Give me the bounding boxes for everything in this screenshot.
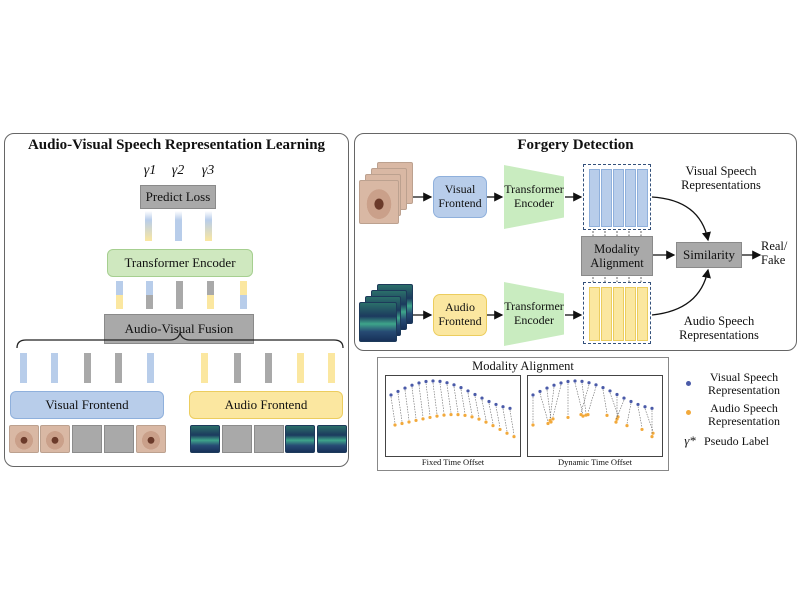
audio-representation-group xyxy=(583,282,651,344)
audio-rep-bar xyxy=(613,287,624,341)
token-bar xyxy=(176,281,183,309)
visual-token xyxy=(20,353,27,383)
token-bar xyxy=(146,281,153,309)
visual-rep-bar xyxy=(613,169,624,227)
visual-representation-group xyxy=(583,164,651,230)
arrow xyxy=(651,268,711,316)
audio-token xyxy=(201,353,208,383)
audio-rep-bar xyxy=(589,287,600,341)
alignment-panel xyxy=(377,357,669,471)
visual-token xyxy=(84,353,91,383)
fixed-offset-caption: Fixed Time Offset xyxy=(421,457,485,467)
transformer-encoder-bottom: Transformer Encoder xyxy=(504,282,564,346)
legend-audio-label: Audio Speech Representation xyxy=(708,401,780,428)
transformer-encoder-box: Transformer Encoder xyxy=(107,249,253,277)
audio-token xyxy=(234,353,241,383)
legend-audio-dot xyxy=(686,410,691,415)
dynamic-offset-caption: Dynamic Time Offset xyxy=(558,457,632,467)
gamma-label-3: γ3 xyxy=(201,163,215,178)
audio-rep-bar xyxy=(601,287,612,341)
fixed-offset-plot xyxy=(385,375,521,457)
masked-frame xyxy=(72,425,102,453)
legend-pseudo-label: Pseudo Label xyxy=(704,434,769,448)
dynamic-offset-plot xyxy=(527,375,663,457)
audio-rep-bar xyxy=(625,287,636,341)
token-bar xyxy=(175,211,182,241)
masked-spectrogram xyxy=(222,425,252,453)
legend-pseudo-symbol: γ* xyxy=(684,433,696,448)
visual-rep-bar xyxy=(637,169,648,227)
visual-token xyxy=(147,353,154,383)
masked-spectrogram xyxy=(254,425,284,453)
alignment-panel-title: Modality Alignment xyxy=(472,359,574,373)
video-frame-stack xyxy=(359,180,399,224)
audio-frontend-box: Audio Frontend xyxy=(189,391,343,419)
spectrogram-stack xyxy=(359,302,397,342)
audio-speech-representations-label: Audio Speech Representations xyxy=(679,314,759,343)
gamma-label-1: γ1 xyxy=(143,163,157,178)
token-bar xyxy=(205,211,212,241)
right-panel-title: Forgery Detection xyxy=(517,137,634,153)
lip-frame-image xyxy=(40,425,70,453)
audio-visual-fusion-box: Audio-Visual Fusion xyxy=(104,314,254,344)
spectrogram-image xyxy=(317,425,347,453)
audio-token xyxy=(297,353,304,383)
visual-rep-bar xyxy=(589,169,600,227)
similarity-box: Similarity xyxy=(676,242,742,268)
modality-alignment-box: Modality Alignment xyxy=(581,236,653,276)
visual-token xyxy=(115,353,122,383)
left-panel-title: Audio-Visual Speech Representation Learn… xyxy=(27,137,326,153)
legend-visual-dot xyxy=(686,381,691,386)
audio-rep-bar xyxy=(637,287,648,341)
transformer-encoder-top: Transformer Encoder xyxy=(504,165,564,229)
spectrogram-image xyxy=(190,425,220,453)
visual-rep-bar xyxy=(601,169,612,227)
visual-token xyxy=(51,353,58,383)
audio-frontend-box-right: Audio Frontend xyxy=(433,294,487,336)
predict-loss-box: Predict Loss xyxy=(140,185,216,209)
lip-frame-image xyxy=(136,425,166,453)
token-bar xyxy=(207,281,214,309)
visual-frontend-box-right: Visual Frontend xyxy=(433,176,487,218)
masked-frame xyxy=(104,425,134,453)
visual-frontend-box: Visual Frontend xyxy=(10,391,164,419)
visual-rep-bar xyxy=(625,169,636,227)
visual-speech-representations-label: Visual Speech Representations xyxy=(681,164,761,193)
audio-token xyxy=(265,353,272,383)
spectrogram-image xyxy=(285,425,315,453)
gamma-label-2: γ2 xyxy=(171,163,185,178)
brace xyxy=(16,330,344,349)
token-bar xyxy=(240,281,247,309)
legend-visual-label: Visual Speech Representation xyxy=(708,370,780,397)
arrow xyxy=(651,196,711,242)
token-bar xyxy=(116,281,123,309)
real-fake-label: Real/ Fake xyxy=(761,239,788,268)
audio-token xyxy=(328,353,335,383)
lip-frame-image xyxy=(9,425,39,453)
token-bar xyxy=(145,211,152,241)
